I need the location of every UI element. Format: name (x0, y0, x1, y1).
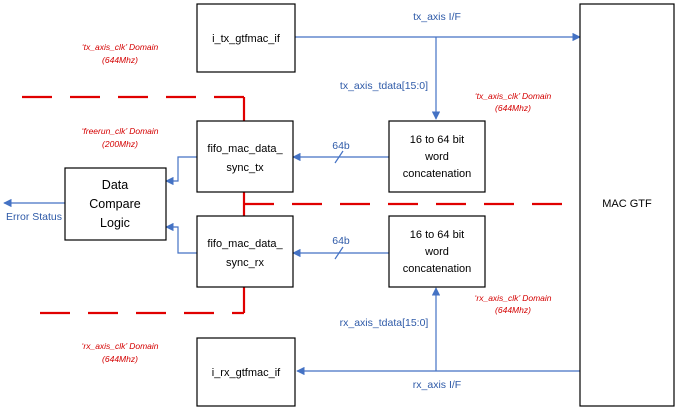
tx-concat-line1: 16 to 64 bit (410, 134, 464, 146)
fifo-tx-block: fifo_mac_data_ sync_tx (196, 120, 294, 193)
error-status-label: Error Status (6, 211, 62, 223)
domain-tx-left-line1: ‘tx_axis_clk’ Domain (82, 42, 159, 52)
domain-rx-left-line2: (644Mhz) (102, 354, 138, 364)
compare-line3: Logic (100, 216, 130, 230)
rx-tdata-label: rx_axis_tdata[15:0] (340, 317, 429, 329)
rx-64b-slash (334, 246, 344, 260)
domain-rx-left-line1: ‘rx_axis_clk’ Domain (82, 341, 159, 351)
compare-line1: Data (102, 178, 128, 192)
mac-gtf-label: MAC GTF (602, 198, 652, 210)
domain-tx-right-line1: ‘tx_axis_clk’ Domain (475, 91, 552, 101)
rx-gtfmac-label: i_rx_gtfmac_if (212, 367, 281, 379)
tx-axis-label: tx_axis I/F (413, 11, 461, 23)
fifo-tx-label-line1: fifo_mac_data_ (207, 143, 283, 155)
fifo-rx-to-compare-wire (165, 222, 197, 254)
tx-width-label: 64b (332, 140, 350, 152)
data-compare-block: Data Compare Logic (64, 167, 167, 241)
tx-concat-line3: concatenation (403, 168, 472, 180)
rx-axis-label: rx_axis I/F (413, 379, 461, 391)
fifo-rx-label-line1: fifo_mac_data_ (207, 238, 283, 250)
tx-concat-line2: word (424, 151, 449, 163)
domain-freerun-line2: (200Mhz) (102, 139, 138, 149)
tx-concat-block: 16 to 64 bit word concatenation (388, 120, 486, 193)
rx-concat-line1: 16 to 64 bit (410, 229, 464, 241)
tx-64b-slash (334, 150, 344, 164)
mac-gtf-block: MAC GTF (579, 3, 675, 407)
domain-rx-right-line2: (644Mhz) (495, 305, 531, 315)
fifo-tx-to-compare-wire (165, 156, 197, 186)
tx-gtfmac-label: i_tx_gtfmac_if (212, 33, 281, 45)
tx-gtfmac-block: i_tx_gtfmac_if (196, 3, 296, 73)
compare-line2: Compare (89, 197, 140, 211)
domain-tx-left-line2: (644Mhz) (102, 55, 138, 65)
domain-rx-right-line1: ‘rx_axis_clk’ Domain (475, 293, 552, 303)
domain-tx-right-line2: (644Mhz) (495, 103, 531, 113)
rx-concat-block: 16 to 64 bit word concatenation (388, 215, 486, 288)
rx-concat-line3: concatenation (403, 263, 472, 275)
rx-gtfmac-block: i_rx_gtfmac_if (196, 337, 296, 407)
fifo-tx-label-line2: sync_tx (226, 162, 264, 174)
rx-width-label: 64b (332, 235, 350, 247)
fifo-rx-label-line2: sync_rx (226, 257, 264, 269)
rx-concat-line2: word (424, 246, 449, 258)
tx-tdata-label: tx_axis_tdata[15:0] (340, 80, 428, 92)
fifo-rx-block: fifo_mac_data_ sync_rx (196, 215, 294, 288)
domain-freerun-line1: ‘freerun_clk’ Domain (81, 126, 158, 136)
